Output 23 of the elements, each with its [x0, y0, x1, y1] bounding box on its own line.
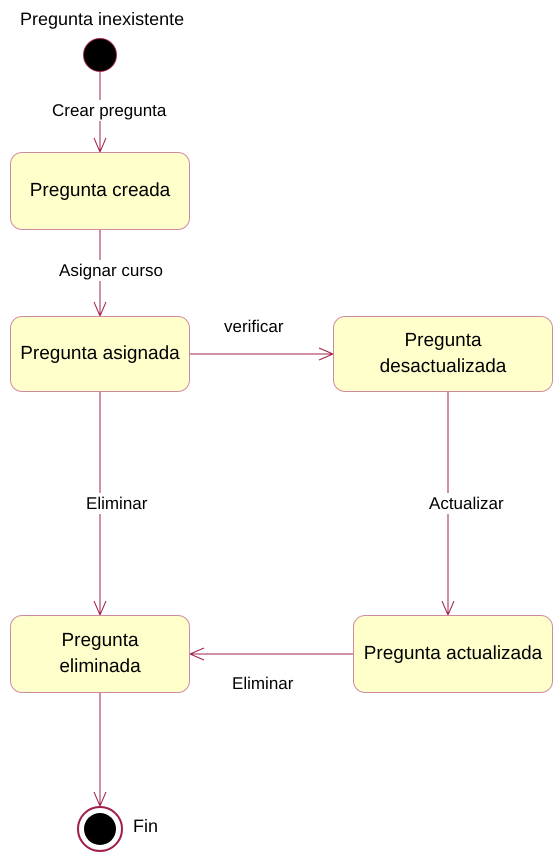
transition-arrow — [442, 392, 454, 616]
transition-arrow — [190, 648, 354, 660]
state-name: Pregunta asignada — [20, 342, 180, 366]
final-state — [77, 806, 123, 852]
state-name: Pregunta creada — [30, 179, 170, 204]
state-name: Pregunta actualizada — [364, 642, 542, 666]
transition-arrow — [94, 392, 106, 616]
edge-label: Crear pregunta — [50, 100, 168, 122]
state-name: Pregunta eliminada — [58, 629, 142, 679]
state-name: Pregunta desactualizada — [378, 329, 508, 379]
edge-label: Actualizar — [427, 493, 506, 514]
state-caption: Pregunta inexistente — [20, 8, 184, 30]
state-box — [353, 615, 553, 693]
state-box — [10, 316, 190, 392]
state-caption: Fin — [133, 815, 158, 838]
initial-state — [83, 38, 117, 72]
state-box — [333, 316, 553, 392]
edge-label: Asignar curso — [57, 260, 165, 282]
transition-arrow — [94, 692, 106, 806]
state-box — [10, 152, 190, 230]
state-box — [10, 615, 190, 693]
edge-label: Eliminar — [84, 493, 150, 514]
transition-arrow — [190, 348, 334, 360]
